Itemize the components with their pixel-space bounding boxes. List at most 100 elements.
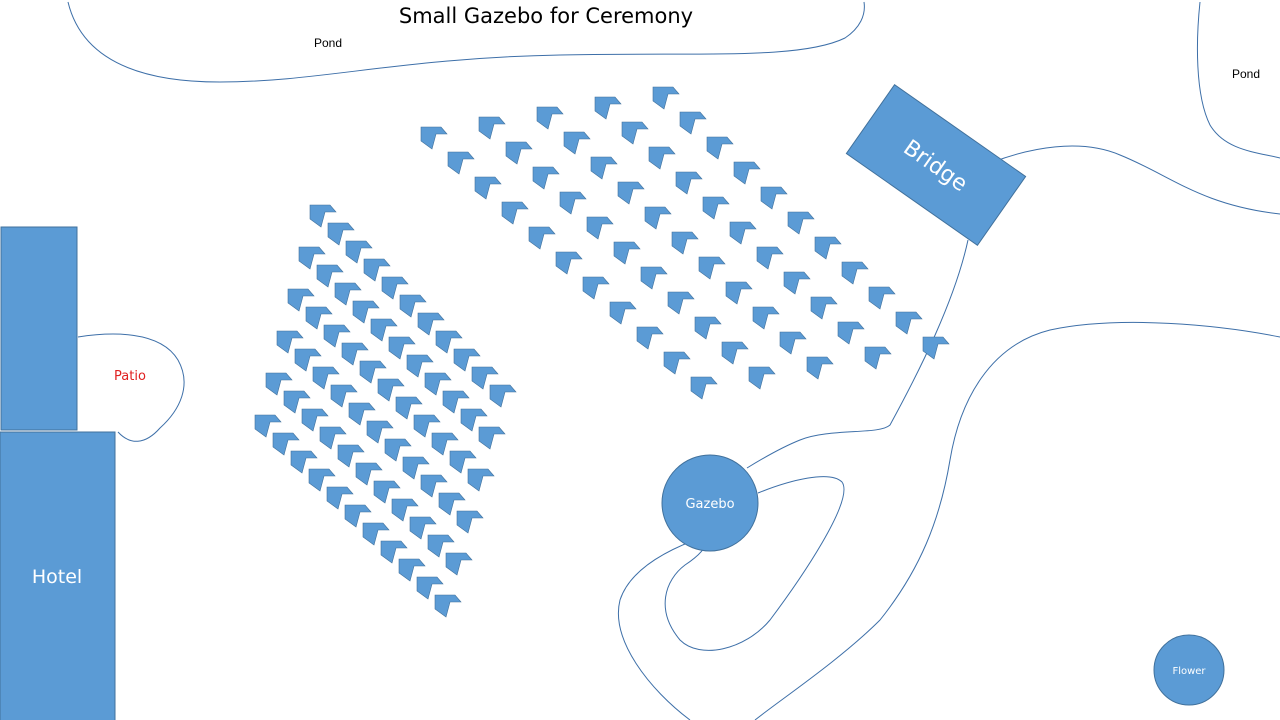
right-block-chair [582, 276, 610, 300]
right-block-chair [667, 291, 695, 315]
left-block-chair [416, 576, 444, 600]
right-block-chair [663, 351, 691, 375]
left-block-chair [337, 444, 365, 468]
hotel-wing-upper [0, 226, 78, 431]
right-block-chair [536, 106, 564, 130]
left-block-chair [312, 366, 340, 390]
gazebo-loop-path [618, 476, 845, 720]
left-block-chair [276, 330, 304, 354]
bridge: Bridge [845, 84, 1027, 246]
right-block-chair [922, 336, 950, 360]
left-block-chair [290, 450, 318, 474]
left-block-chair [308, 468, 336, 492]
right-block-chair [586, 216, 614, 240]
left-block-chair [391, 498, 419, 522]
left-block-chair [359, 360, 387, 384]
right-block-chair [532, 166, 560, 190]
left-block-chair [272, 432, 300, 456]
left-block-chair [301, 408, 329, 432]
left-block-chair [330, 384, 358, 408]
left-block-chair [434, 594, 462, 618]
patio-label: Patio [114, 369, 146, 384]
left-block-chair [427, 534, 455, 558]
right-block-chair [563, 131, 591, 155]
right-block-chair [895, 311, 923, 335]
pond-label-right: Pond [1232, 67, 1260, 81]
outer-walkway-path [754, 321, 1280, 720]
left-block-chair [366, 420, 394, 444]
left-block-chair [395, 396, 423, 420]
left-block-chair [471, 366, 499, 390]
right-block-chair [733, 161, 761, 185]
left-block-chair [319, 426, 347, 450]
left-block-chair [362, 522, 390, 546]
left-block-chair [489, 384, 517, 408]
left-block-chair [445, 552, 473, 576]
right-block-chair [555, 251, 583, 275]
bridge-path-top [992, 145, 1280, 215]
left-block-chair [305, 306, 333, 330]
left-block-chair [373, 480, 401, 504]
right-block-chair [779, 331, 807, 355]
left-block-chair [283, 390, 311, 414]
right-block-chair [679, 111, 707, 135]
left-block-chair [438, 492, 466, 516]
left-block-chair [309, 204, 337, 228]
left-block-chair [420, 474, 448, 498]
left-block-chair [402, 456, 430, 480]
left-block-chair [363, 258, 391, 282]
left-block-chair [334, 282, 362, 306]
left-block-chair [326, 486, 354, 510]
pond-right-shoreline [1196, 1, 1280, 159]
right-block-chair [590, 156, 618, 180]
right-block-chair [505, 141, 533, 165]
right-block-chair [756, 246, 784, 270]
right-block-chair [447, 151, 475, 175]
right-block-chair [752, 306, 780, 330]
right-block-chair [621, 121, 649, 145]
right-block-chair [810, 296, 838, 320]
right-block-chair [841, 261, 869, 285]
right-block-chair [748, 366, 776, 390]
left-block-chair [467, 468, 495, 492]
pond-left-shoreline [67, 1, 865, 83]
right-block-chair [837, 321, 865, 345]
left-block-chair [478, 426, 506, 450]
right-block-chair [474, 176, 502, 200]
left-block-chair [294, 348, 322, 372]
left-block-chair [355, 462, 383, 486]
right-block-chair [702, 196, 730, 220]
left-block-chair [384, 438, 412, 462]
page-title: Small Gazebo for Ceremony [399, 4, 693, 28]
right-block-chair [652, 86, 680, 110]
right-block-chair [675, 171, 703, 195]
right-block-chair [613, 241, 641, 265]
left-block-chair [398, 558, 426, 582]
right-block-chair [729, 221, 757, 245]
ceremony-seating [254, 86, 950, 618]
left-block-chair [381, 276, 409, 300]
right-block-chair [760, 186, 788, 210]
left-block-chair [254, 414, 282, 438]
flower-label: Flower [1172, 666, 1206, 677]
left-block-chair [377, 378, 405, 402]
right-block-chair [478, 116, 506, 140]
hotel-label: Hotel [32, 566, 82, 588]
right-block-chair [814, 236, 842, 260]
flower-bed [1153, 634, 1225, 706]
right-block-chair [640, 266, 668, 290]
left-block-chair [442, 390, 470, 414]
left-block-chair [287, 288, 315, 312]
left-block-chair [449, 450, 477, 474]
right-block-chair [594, 96, 622, 120]
patio-outline [77, 333, 185, 442]
left-block-chair [316, 264, 344, 288]
right-block-chair [706, 136, 734, 160]
left-block-chair [327, 222, 355, 246]
left-block-chair [298, 246, 326, 270]
right-block-chair [783, 271, 811, 295]
right-block-chair [528, 226, 556, 250]
right-block-chair [559, 191, 587, 215]
right-block-chair [787, 211, 815, 235]
